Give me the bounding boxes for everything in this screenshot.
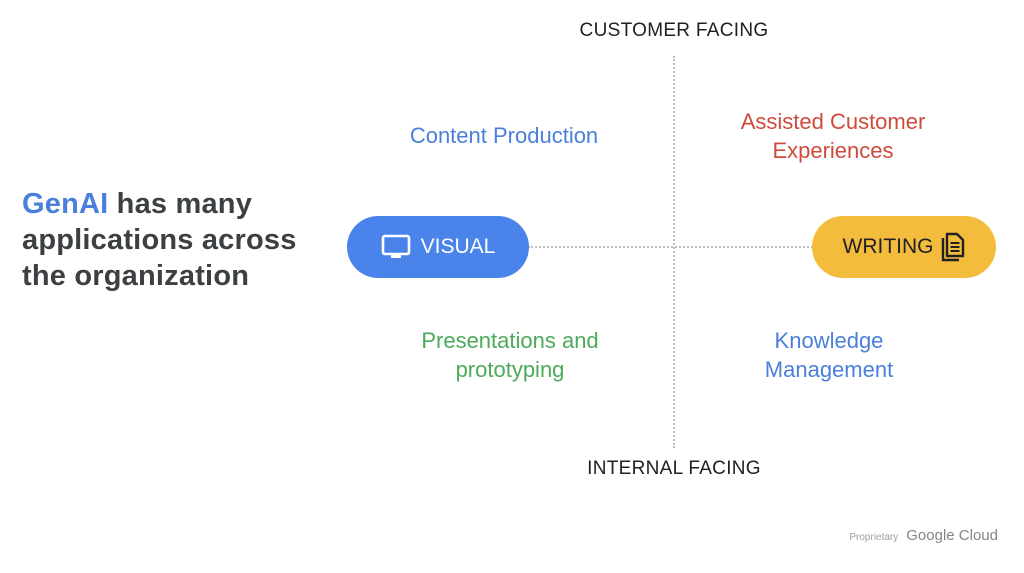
writing-pill: WRITING: [812, 216, 996, 278]
vertical-axis-line: [673, 56, 675, 448]
headline-accent: GenAI: [22, 188, 109, 220]
footer: Proprietary Google Cloud: [849, 527, 998, 544]
quadrant-assisted-customer-experiences: Assisted Customer Experiences: [741, 107, 926, 165]
quadrant-text: prototyping: [455, 357, 565, 382]
quadrant-content-production: Content Production: [410, 121, 598, 150]
quadrant-text: Experiences: [772, 138, 894, 163]
quadrant-text: Assisted Customer: [740, 109, 926, 134]
axis-label-internal-facing: INTERNAL FACING: [587, 458, 761, 479]
writing-label: WRITING: [842, 235, 934, 258]
visual-label: VISUAL: [420, 235, 496, 258]
visual-pill: VISUAL: [347, 216, 529, 278]
monitor-icon: [381, 234, 411, 260]
quadrant-text: Knowledge: [774, 328, 884, 353]
quadrant-text: Management: [764, 357, 894, 382]
headline-line3: the organization: [22, 260, 250, 292]
quadrant-text: Content Production: [409, 123, 599, 148]
axis-label-customer-facing: CUSTOMER FACING: [579, 20, 769, 41]
google-cloud-logo: Google Cloud: [906, 527, 998, 544]
proprietary-label: Proprietary: [849, 532, 899, 543]
horizontal-axis-line: [528, 246, 816, 248]
quadrant-knowledge-management: Knowledge Management: [765, 326, 893, 384]
quadrant-presentations-prototyping: Presentations and prototyping: [421, 326, 598, 384]
document-icon: [941, 232, 965, 262]
headline-line2: applications across: [22, 224, 297, 256]
quadrant-text: Presentations and: [421, 328, 599, 353]
headline-line1: has many: [108, 188, 253, 220]
headline: GenAI has many applications across the o…: [22, 186, 342, 294]
